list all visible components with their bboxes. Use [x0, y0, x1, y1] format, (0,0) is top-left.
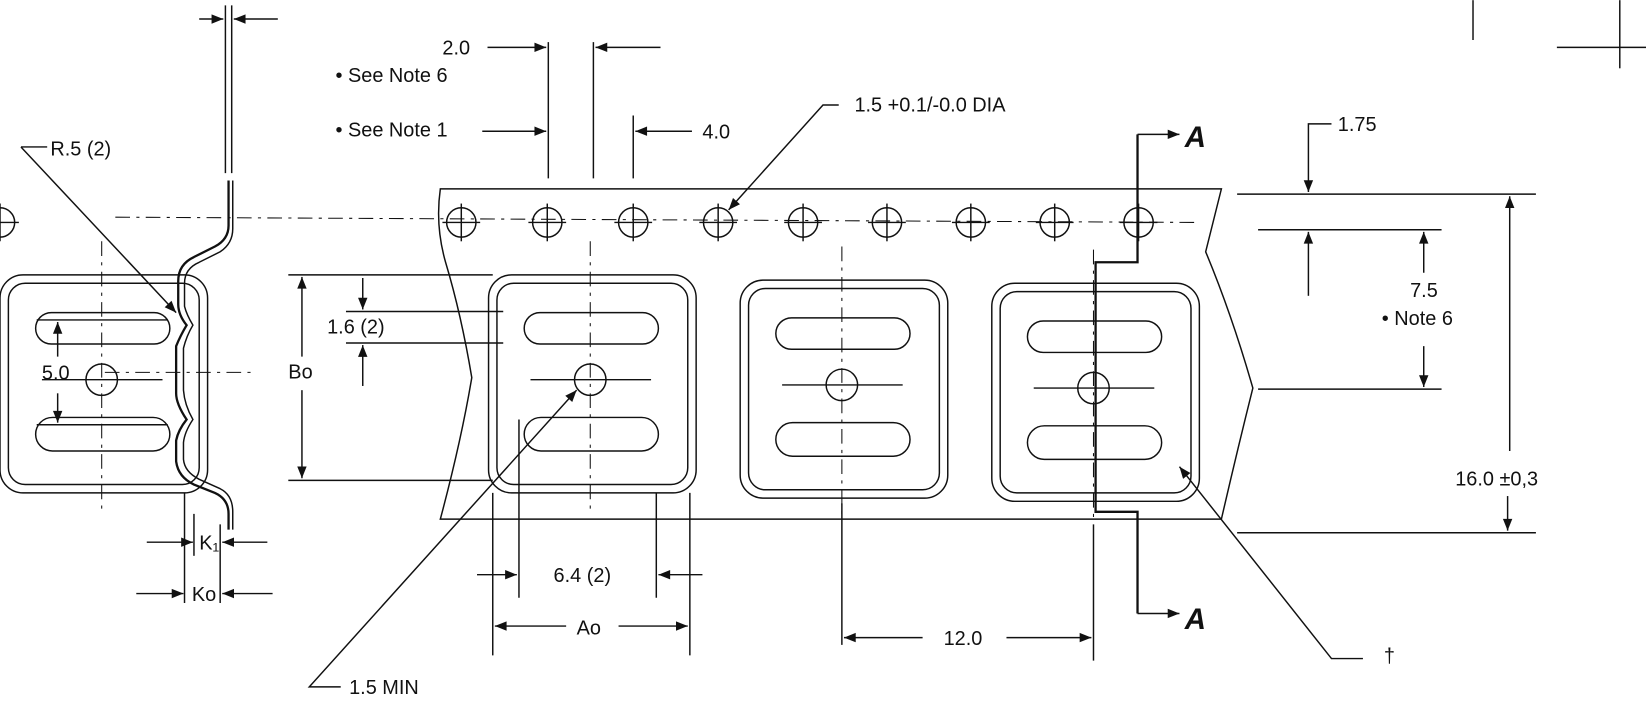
dim-7-5: 7.5	[1410, 280, 1438, 302]
label-k1: K₁	[199, 533, 219, 555]
label-ko: Ko	[192, 584, 216, 606]
dim-16-0: 16.0 ±0,3	[1455, 469, 1538, 491]
pockets	[0, 240, 1201, 524]
dim-5-0: 5.0	[42, 363, 70, 385]
see-note-1: • See Note 1	[335, 119, 447, 141]
carrier-tape	[115, 188, 1536, 534]
section-label-a-top: A	[1184, 121, 1206, 154]
label-ao: Ao	[577, 617, 601, 639]
radius-r-5: R.5 (2)	[50, 138, 111, 160]
dagger-note: †	[1384, 646, 1395, 668]
note-6: • Note 6	[1382, 308, 1453, 330]
dim-12-0: 12.0	[944, 628, 983, 650]
side-profile	[20, 5, 278, 603]
dim-1-75: 1.75	[1338, 114, 1377, 136]
hole-diameter: 1.5 +0.1/-0.0 DIA	[854, 94, 1006, 116]
label-bo: Bo	[288, 362, 312, 384]
section-label-a-bottom: A	[1184, 603, 1206, 636]
dim-2-0: 2.0	[442, 38, 470, 60]
dim-4-0: 4.0	[702, 122, 730, 144]
see-note-6: • See Note 6	[335, 65, 447, 87]
section-line-a-a	[1094, 134, 1139, 614]
dim-6-4: 6.4 (2)	[554, 565, 612, 587]
dim-1-5-min: 1.5 MIN	[349, 677, 419, 699]
sprocket-holes	[0, 202, 1159, 243]
dim-1-6: 1.6 (2)	[327, 317, 385, 339]
